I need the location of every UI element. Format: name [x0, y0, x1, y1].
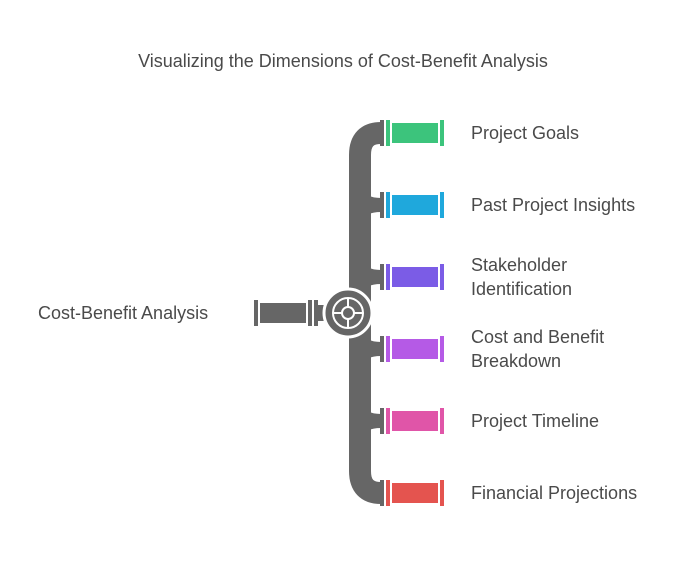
pipe-flange — [380, 264, 384, 290]
branch-ring — [386, 192, 390, 218]
branch-label: Financial Projections — [471, 483, 638, 503]
branch-ring — [386, 120, 390, 146]
branch-ring — [386, 264, 390, 290]
pipe-elbow — [353, 198, 382, 220]
pipe-elbow — [353, 270, 382, 292]
branch-end-ring — [440, 480, 444, 506]
branch-ring — [386, 336, 390, 362]
source-label: Cost-Benefit Analysis — [38, 303, 209, 323]
branch-label: Project Goals — [471, 123, 580, 143]
branch-label: Project Timeline — [471, 411, 600, 431]
branch-end-ring — [440, 336, 444, 362]
branch-label: Past Project Insights — [471, 195, 636, 215]
pipe-flange — [380, 408, 384, 434]
branch-ring — [386, 480, 390, 506]
pipe-flange — [380, 120, 384, 146]
pipe-flange — [380, 336, 384, 362]
source-flange — [308, 300, 312, 326]
branch-segment — [392, 483, 438, 503]
pipe-flange — [380, 480, 384, 506]
branch-ring — [386, 408, 390, 434]
branch-end-ring — [440, 264, 444, 290]
branch-label: Stakeholder Identification — [471, 255, 573, 299]
source-end-ring — [254, 300, 258, 326]
branch-end-ring — [440, 192, 444, 218]
branch-end-ring — [440, 120, 444, 146]
branch-label: Cost and Benefit Breakdown — [471, 327, 605, 371]
pipe-elbow — [353, 414, 382, 436]
valve-hub — [322, 287, 374, 339]
pipe-flange — [380, 192, 384, 218]
branch-segment — [392, 339, 438, 359]
branch-segment — [392, 267, 438, 287]
source-segment — [260, 303, 306, 323]
source-flange — [314, 300, 318, 326]
branch-segment — [392, 411, 438, 431]
branch-segment — [392, 195, 438, 215]
branch-end-ring — [440, 408, 444, 434]
branch-segment — [392, 123, 438, 143]
pipe-elbow — [353, 342, 382, 364]
page-title: Visualizing the Dimensions of Cost-Benef… — [138, 51, 548, 71]
